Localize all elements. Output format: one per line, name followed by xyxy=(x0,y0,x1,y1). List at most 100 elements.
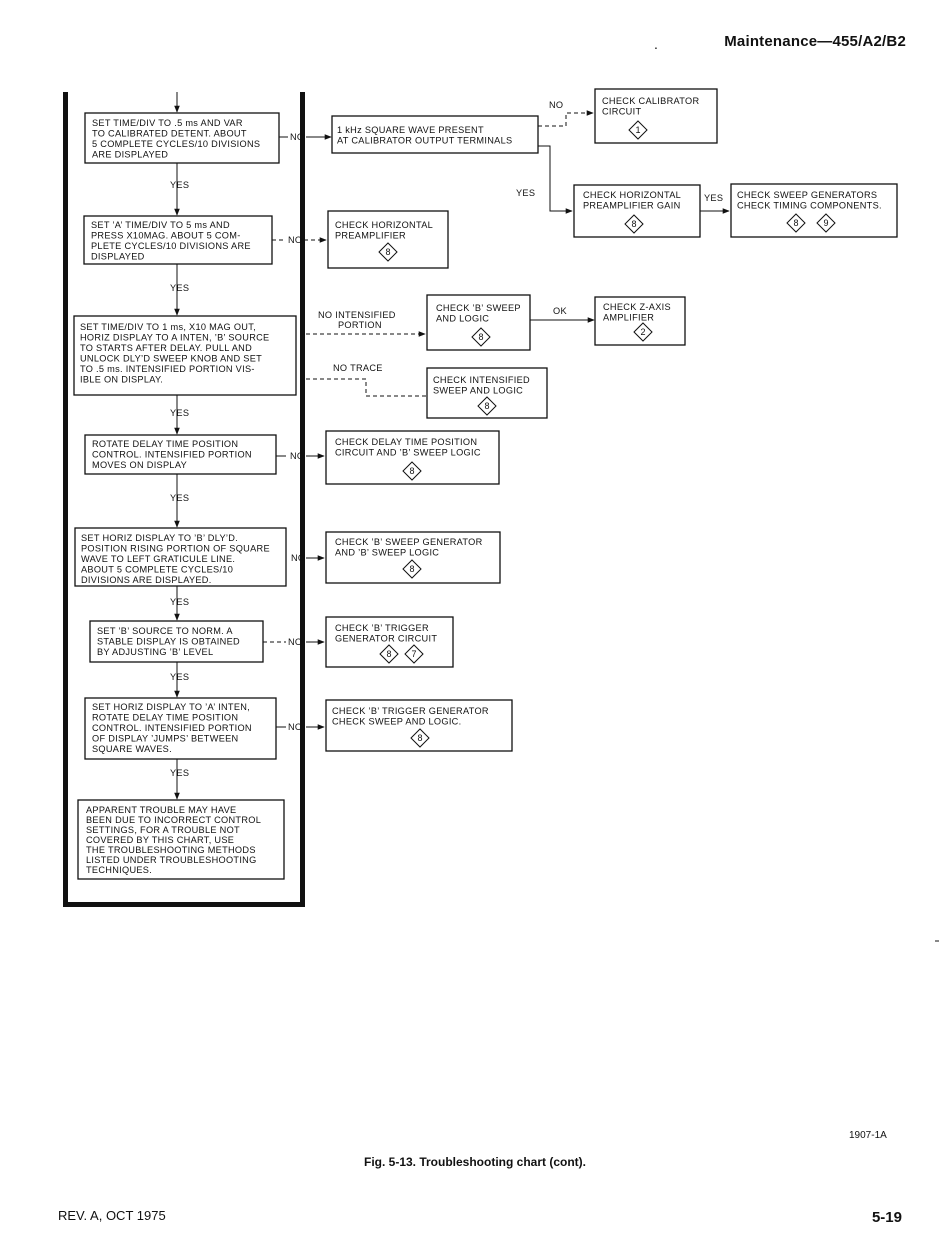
no-trace-label: NO TRACE xyxy=(333,363,383,373)
text-line: SET TIME/DIV TO 1 ms, X10 MAG OUT, xyxy=(80,322,256,332)
text-line: DIVISIONS ARE DISPLAYED. xyxy=(81,575,212,585)
step-box-5 xyxy=(74,527,287,587)
no-intensified-label-line1: NO INTENSIFIED xyxy=(318,310,396,320)
ref-diamond-b-sweep-generator: 8 xyxy=(402,559,422,579)
text-line: CHECK SWEEP GENERATORS xyxy=(737,190,877,200)
text-line: DISPLAYED xyxy=(91,252,145,262)
yes-label-2: YES xyxy=(170,283,189,293)
text-line: TECHNIQUES. xyxy=(86,865,152,875)
diamond-shape xyxy=(410,728,430,748)
text-line: CONTROL. INTENSIFIED PORTION xyxy=(92,450,252,460)
yes-label-7: YES xyxy=(170,768,189,778)
step-box-8 xyxy=(77,799,285,880)
text-line: GENERATOR CIRCUIT xyxy=(335,634,437,644)
no-intensified-label-line2: PORTION xyxy=(338,320,382,330)
check-box-sweep-generators xyxy=(730,183,898,238)
diamond-number: 8 xyxy=(484,401,489,411)
text-line: THE TROUBLESHOOTING METHODS xyxy=(86,845,256,855)
diamond-shape xyxy=(633,322,653,342)
ref-diamond-delay-time-position: 8 xyxy=(402,461,422,481)
diamond-number: 8 xyxy=(631,219,636,229)
diamond-shape xyxy=(379,644,399,664)
text-line: LISTED UNDER TROUBLESHOOTING xyxy=(86,855,257,865)
text-line: CIRCUIT AND ’B’ SWEEP LOGIC xyxy=(335,448,481,458)
text-line: CHECK TIMING COMPONENTS. xyxy=(737,201,882,211)
ref-diamond-horiz-preamp-gain: 8 xyxy=(624,214,644,234)
text-line: SWEEP AND LOGIC xyxy=(433,386,523,396)
text-line: STABLE DISPLAY IS OBTAINED xyxy=(97,637,240,647)
diamond-number: 8 xyxy=(386,649,391,659)
text-line: AND ’B’ SWEEP LOGIC xyxy=(335,548,439,558)
step-text-3: SET TIME/DIV TO 1 ms, X10 MAG OUT,HORIZ … xyxy=(80,322,270,385)
frame-bar-bottom xyxy=(63,902,305,907)
ref-diamond-sweep-generators-a: 8 xyxy=(786,213,806,233)
text-line: CHECK INTENSIFIED xyxy=(433,375,530,385)
text-line: CHECK DELAY TIME POSITION xyxy=(335,437,477,447)
diamond-number: 1 xyxy=(635,125,640,135)
diamond-shape xyxy=(471,327,491,347)
text-line: UNLOCK DLY’D SWEEP KNOB AND SET xyxy=(80,354,262,364)
diamond-shape xyxy=(378,242,398,262)
text-line: 5 COMPLETE CYCLES/10 DIVISIONS xyxy=(92,139,260,149)
text-line: CHECK ’B’ TRIGGER xyxy=(335,623,429,633)
no-trace-connector xyxy=(306,378,426,397)
text-line: TO CALIBRATED DETENT. ABOUT xyxy=(92,129,247,139)
text-line: HORIZ DISPLAY TO A INTEN, ’B’ SOURCE xyxy=(80,333,270,343)
check-box-calibrator xyxy=(594,88,718,144)
diamond-number: 7 xyxy=(411,649,416,659)
text-line: SET HORIZ DISPLAY TO ’B’ DLY’D. xyxy=(81,533,238,543)
diamond-number: 8 xyxy=(409,564,414,574)
step-text-5: SET HORIZ DISPLAY TO ’B’ DLY’D.POSITION … xyxy=(81,533,270,585)
ok-label: OK xyxy=(553,306,567,316)
no-label-1: NO xyxy=(290,132,304,142)
ref-diamond-b-trigger-circuit-a: 8 xyxy=(379,644,399,664)
text-line: AND LOGIC xyxy=(436,314,489,324)
diamond-shape xyxy=(624,214,644,234)
text-line: TO .5 ms. INTENSIFIED PORTION VIS- xyxy=(80,364,255,374)
yes-label-3: YES xyxy=(170,408,189,418)
no-label-7: NO xyxy=(288,722,302,732)
text-line: CHECK ’B’ TRIGGER GENERATOR xyxy=(332,706,489,716)
text-line: TO STARTS AFTER DELAY. PULL AND xyxy=(80,343,252,353)
text-line: CHECK ’B’ SWEEP GENERATOR xyxy=(335,537,483,547)
text-line: ROTATE DELAY TIME POSITION xyxy=(92,439,238,449)
diamond-number: 8 xyxy=(478,332,483,342)
ref-diamond-b-trigger-sweep: 8 xyxy=(410,728,430,748)
text-line: SQUARE WAVES. xyxy=(92,744,172,754)
text-line: POSITION RISING PORTION OF SQUARE xyxy=(81,544,270,554)
yes-label-5: YES xyxy=(170,597,189,607)
ref-diamond-b-sweep-logic: 8 xyxy=(471,327,491,347)
frame-bar-left xyxy=(63,92,68,906)
text-line: CIRCUIT xyxy=(602,107,641,117)
no-label-2: NO xyxy=(288,235,302,245)
frame-bar-right xyxy=(300,92,305,906)
diamond-shape xyxy=(402,461,422,481)
figure-caption: Fig. 5-13. Troubleshooting chart (cont). xyxy=(363,1155,586,1169)
text-line: MOVES ON DISPLAY xyxy=(92,460,187,470)
yes-label-1: YES xyxy=(170,180,189,190)
text-line: OF DISPLAY ’JUMPS’ BETWEEN xyxy=(92,734,239,744)
no-label-calibrator: NO xyxy=(549,100,563,110)
text-line: AT CALIBRATOR OUTPUT TERMINALS xyxy=(337,136,512,146)
step-box-4 xyxy=(84,434,277,475)
text-line: SET ’B’ SOURCE TO NORM. A xyxy=(97,626,233,636)
step-box-3 xyxy=(73,315,297,396)
page-header-title: Maintenance—455/A2/B2 xyxy=(724,33,906,50)
step-box-2 xyxy=(83,215,273,265)
footer-page-number: 5-19 xyxy=(871,1209,902,1226)
text-line: WAVE TO LEFT GRATICULE LINE. xyxy=(81,554,235,564)
diamond-number: 8 xyxy=(409,466,414,476)
ref-diamond-horiz-preamp: 8 xyxy=(378,242,398,262)
ref-diamond-b-trigger-circuit-b: 7 xyxy=(404,644,424,664)
text-line: SET HORIZ DISPLAY TO ’A’ INTEN, xyxy=(92,702,250,712)
